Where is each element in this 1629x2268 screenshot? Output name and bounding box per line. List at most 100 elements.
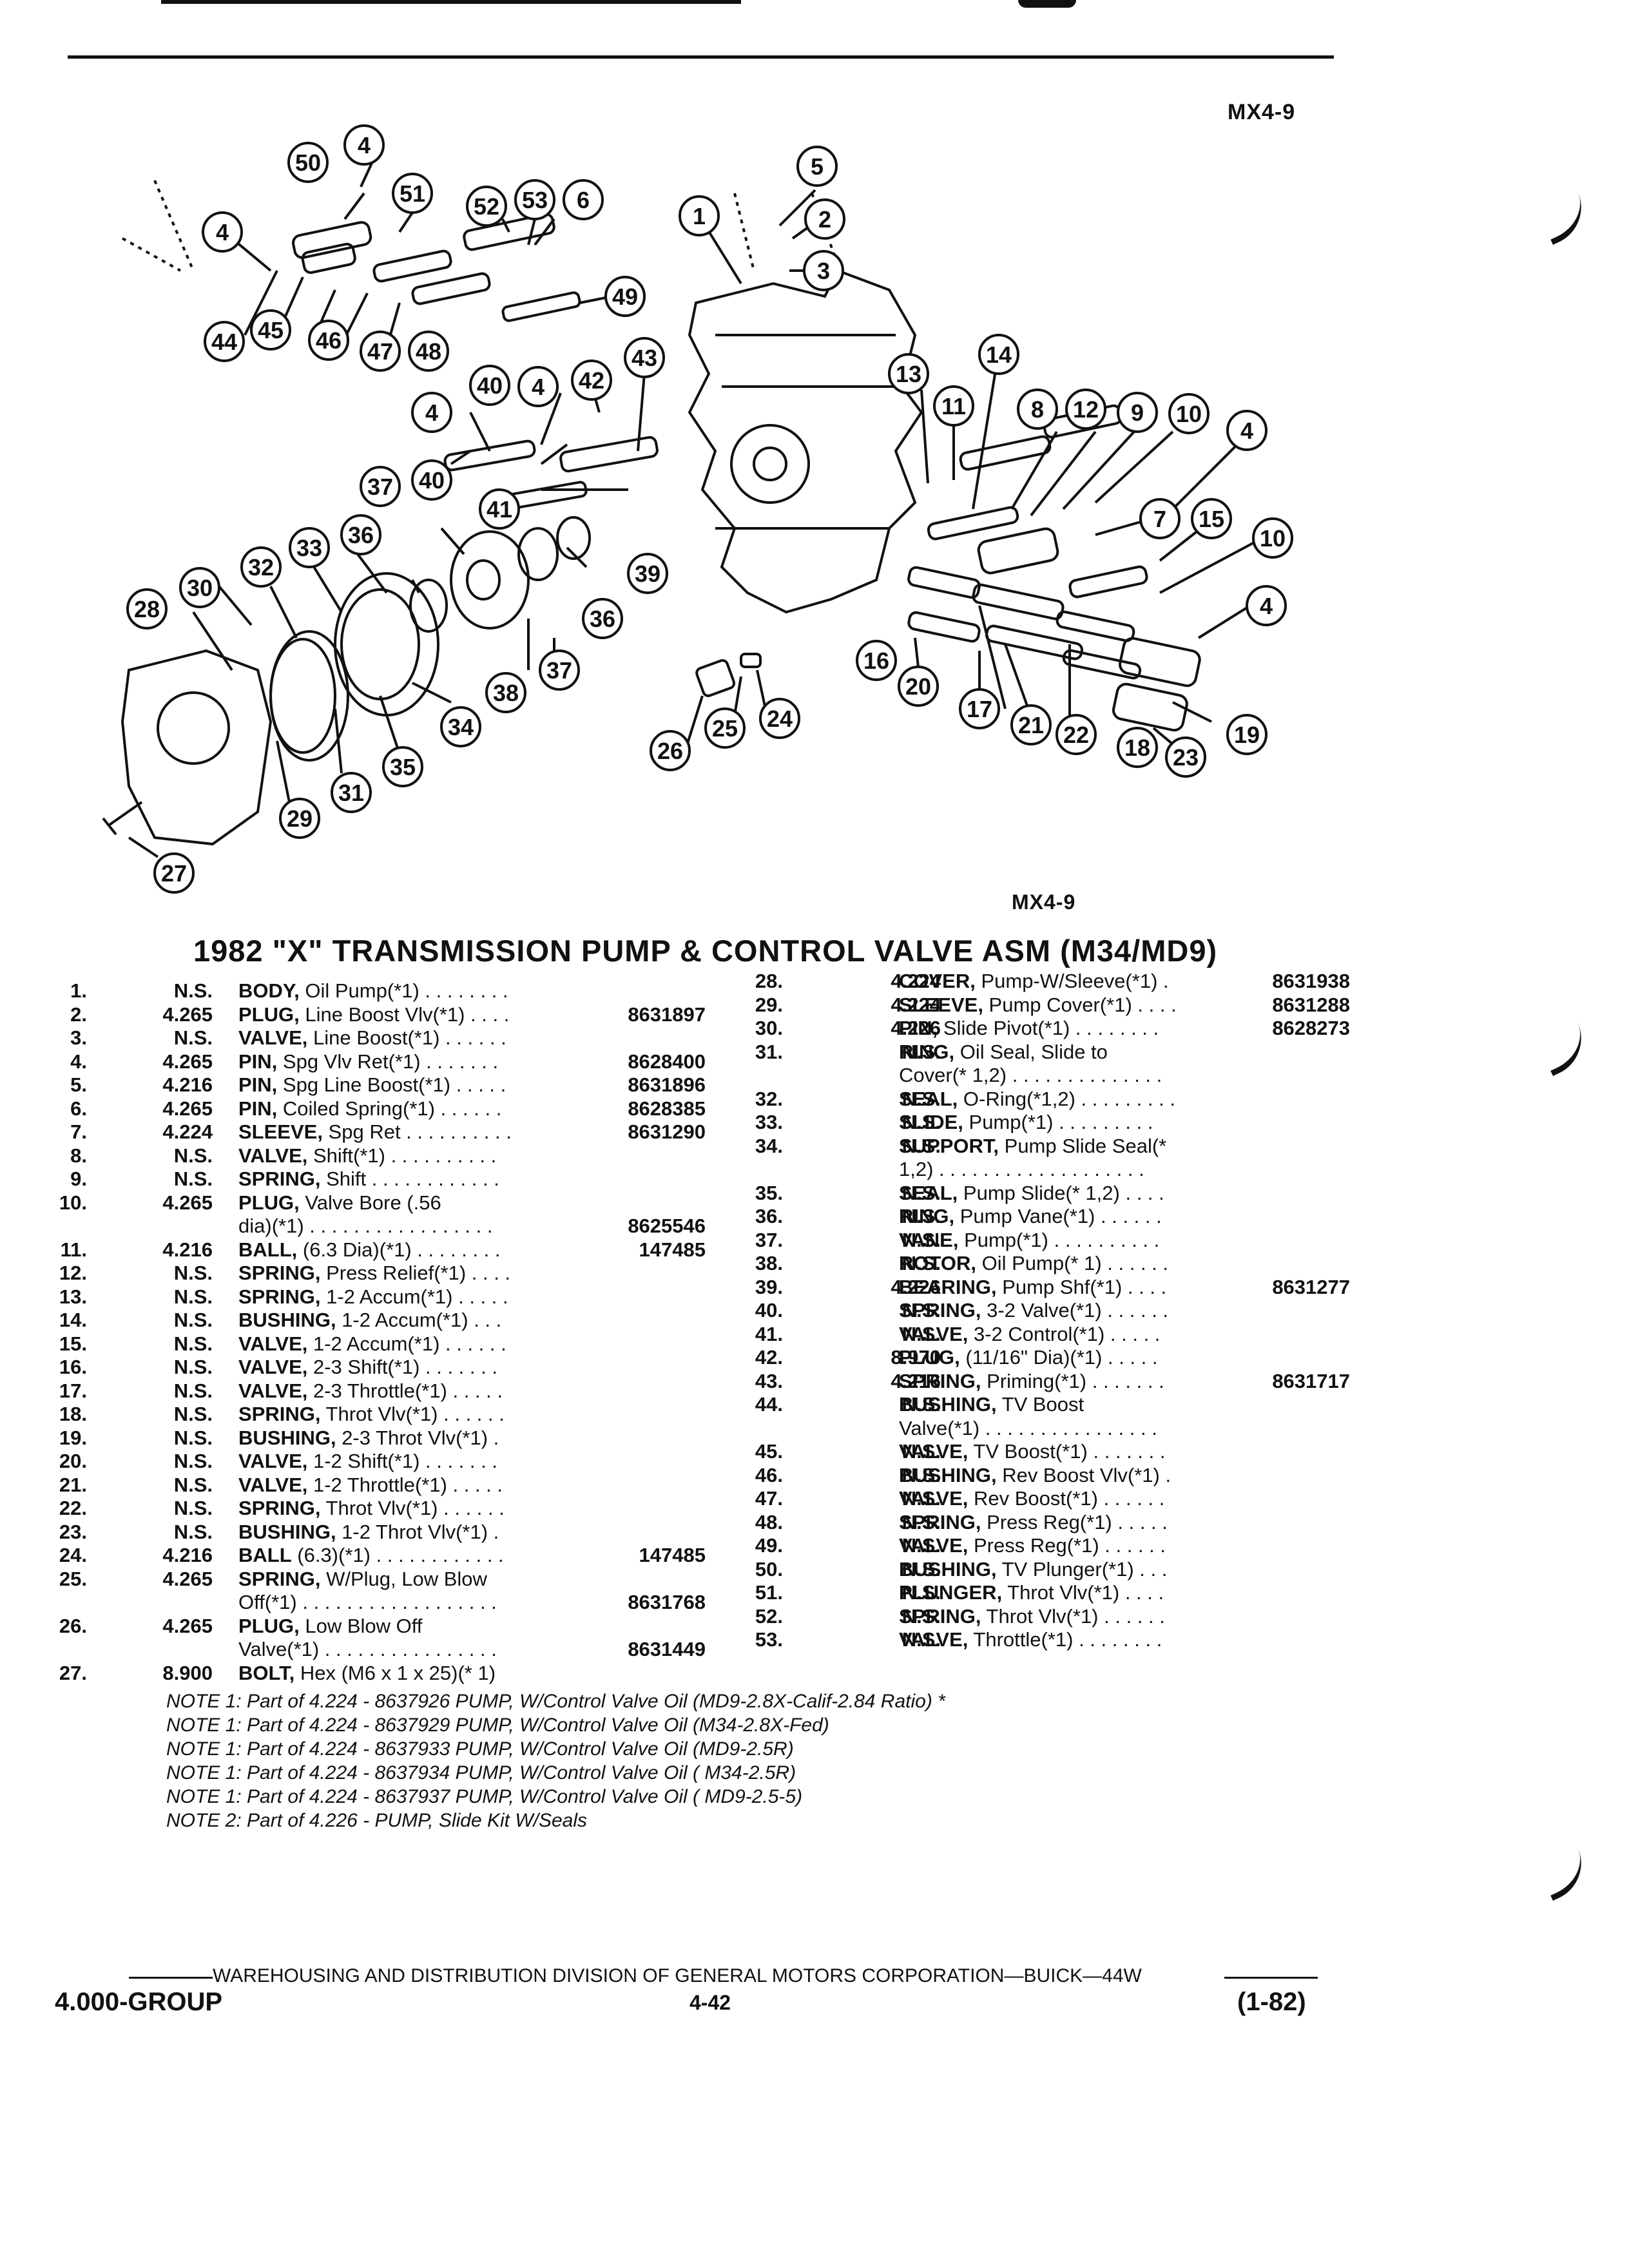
svg-text:49: 49 xyxy=(612,284,638,310)
part-modifier: Low Blow Off xyxy=(299,1614,423,1637)
svg-text:27: 27 xyxy=(161,860,187,887)
part-modifier: Rev Boost Vlv(*1) . xyxy=(996,1463,1171,1486)
group-number: N.S. xyxy=(901,1040,941,1063)
callout-balloon-9: 9 xyxy=(1117,392,1158,433)
group-number: N.S. xyxy=(901,1581,941,1604)
part-description-cont: Off(*1) . . . . . . . . . . . . . . . . … xyxy=(238,1591,497,1613)
callout-balloon-38: 38 xyxy=(485,672,526,713)
svg-text:18: 18 xyxy=(1124,735,1150,761)
part-modifier: Pump(*1) . . . . . . . . . . xyxy=(958,1228,1160,1251)
part-modifier: Oil Pump(* 1) . . . . . . xyxy=(976,1252,1169,1274)
svg-text:36: 36 xyxy=(590,606,615,632)
part-modifier: 1-2 Throttle(*1) . . . . . xyxy=(307,1473,503,1496)
part-number: 40. xyxy=(755,1299,783,1321)
svg-text:4: 4 xyxy=(358,132,371,159)
part-noun: SLEEVE, xyxy=(899,993,983,1016)
callout-balloon-47: 47 xyxy=(360,331,401,372)
callout-balloon-4: 4 xyxy=(202,211,243,253)
part-description: SPRING, Priming(*1) . . . . . . . xyxy=(899,1370,1164,1394)
svg-text:4: 4 xyxy=(1260,593,1273,619)
part-number: 14. xyxy=(59,1309,87,1331)
part-noun: VALVE, xyxy=(238,1356,308,1378)
part-modifier: Spg Ret . . . . . . . . . . xyxy=(322,1120,512,1143)
part-noun: PIN, xyxy=(238,1073,278,1096)
svg-text:4: 4 xyxy=(532,374,545,400)
part-description-cont: dia)(*1) . . . . . . . . . . . . . . . .… xyxy=(238,1215,493,1237)
part-catalog-number: 8631288 xyxy=(1272,993,1350,1016)
part-description: VALVE, 1-2 Shift(*1) . . . . . . . xyxy=(238,1450,497,1474)
group-number: N.S. xyxy=(173,1309,213,1331)
part-description: SPRING, Throt Vlv(*1) . . . . . . xyxy=(238,1497,505,1521)
group-number: N.S. xyxy=(173,1379,213,1402)
group-number: 4.216 xyxy=(162,1238,213,1261)
group-number: 8.900 xyxy=(162,1661,213,1684)
footer-page-number: 4-42 xyxy=(689,1991,731,2014)
part-number: 12. xyxy=(59,1262,87,1284)
figure-code-top: MX4-9 xyxy=(1228,100,1296,124)
group-number: N.S. xyxy=(901,1299,941,1321)
part-noun: VANE, xyxy=(899,1228,959,1251)
part-description: BOLT, Hex (M6 x 1 x 25)(* 1) xyxy=(238,1662,496,1686)
part-description: BUSHING, 1-2 Accum(*1) . . . xyxy=(238,1309,501,1332)
svg-text:3: 3 xyxy=(817,258,830,284)
part-modifier: 2-3 Throt Vlv(*1) . xyxy=(336,1426,499,1449)
svg-text:15: 15 xyxy=(1199,506,1224,532)
svg-text:14: 14 xyxy=(986,341,1012,368)
part-description: VALVE, 2-3 Throttle(*1) . . . . . xyxy=(238,1379,503,1403)
callout-balloon-36: 36 xyxy=(340,514,381,555)
callout-balloon-4: 4 xyxy=(411,392,452,433)
group-number: N.S. xyxy=(901,1463,941,1486)
part-description: SPRING, Shift . . . . . . . . . . . . xyxy=(238,1168,499,1191)
part-modifier: Pump Cover(*1) . . . . xyxy=(983,993,1177,1016)
part-description: PLUG, (11/16" Dia)(*1) . . . . . xyxy=(899,1346,1157,1370)
part-number: 3. xyxy=(70,1026,87,1049)
part-row: 3.N.S.VALVE, Line Boost(*1) . . . . . . xyxy=(26,1026,709,1050)
callout-balloon-30: 30 xyxy=(179,567,220,608)
svg-text:17: 17 xyxy=(967,696,992,722)
group-number: N.S. xyxy=(901,1393,941,1416)
part-modifier: Spg Vlv Ret(*1) . . . . . . . xyxy=(277,1050,499,1073)
svg-text:10: 10 xyxy=(1260,525,1286,552)
group-number: 4.226 xyxy=(891,1017,941,1039)
svg-text:31: 31 xyxy=(338,780,364,806)
svg-text:24: 24 xyxy=(767,706,793,732)
part-noun: RING, xyxy=(899,1040,955,1063)
svg-text:40: 40 xyxy=(419,467,445,494)
group-number: 4.226 xyxy=(891,1275,941,1298)
part-number: 37. xyxy=(755,1228,783,1251)
part-modifier: Throt Vlv(*1) . . . . . . xyxy=(320,1403,505,1425)
svg-text:46: 46 xyxy=(316,327,342,354)
part-number: 51. xyxy=(755,1581,783,1604)
callout-balloon-24: 24 xyxy=(759,698,800,739)
part-description: VALVE, Shift(*1) . . . . . . . . . . xyxy=(238,1144,496,1168)
svg-text:37: 37 xyxy=(367,474,393,500)
callout-balloon-10: 10 xyxy=(1252,517,1293,559)
svg-text:7: 7 xyxy=(1153,506,1166,532)
part-modifier: Oil Pump(*1) . . . . . . . . xyxy=(299,979,508,1002)
callout-balloon-44: 44 xyxy=(204,321,245,362)
part-number: 9. xyxy=(70,1168,87,1190)
svg-text:45: 45 xyxy=(258,317,284,343)
svg-text:5: 5 xyxy=(811,153,824,180)
part-modifier: 1-2 Accum(*1) . . . xyxy=(336,1309,502,1331)
part-row: 47.N.S.VALVE, Rev Boost(*1) . . . . . . xyxy=(686,1487,1353,1511)
part-noun: SLEEVE, xyxy=(238,1120,323,1143)
callout-balloon-18: 18 xyxy=(1117,727,1158,768)
svg-text:21: 21 xyxy=(1018,712,1044,738)
part-number: 34. xyxy=(755,1134,783,1157)
part-noun: VALVE, xyxy=(238,1450,308,1472)
part-row: 52.N.S.SPRING, Throt Vlv(*1) . . . . . . xyxy=(686,1605,1353,1629)
part-number: 44. xyxy=(755,1393,783,1416)
margin-mark xyxy=(1531,1010,1594,1077)
svg-text:9: 9 xyxy=(1131,399,1144,426)
group-number: N.S. xyxy=(173,1285,213,1308)
part-modifier: 1-2 Accum(*1) . . . . . . xyxy=(307,1332,506,1355)
part-modifier: Throttle(*1) . . . . . . . . xyxy=(968,1628,1162,1651)
group-number: N.S. xyxy=(901,1087,941,1110)
svg-text:8: 8 xyxy=(1031,396,1044,423)
callout-balloon-48: 48 xyxy=(408,331,449,372)
callout-balloon-21: 21 xyxy=(1010,704,1052,745)
